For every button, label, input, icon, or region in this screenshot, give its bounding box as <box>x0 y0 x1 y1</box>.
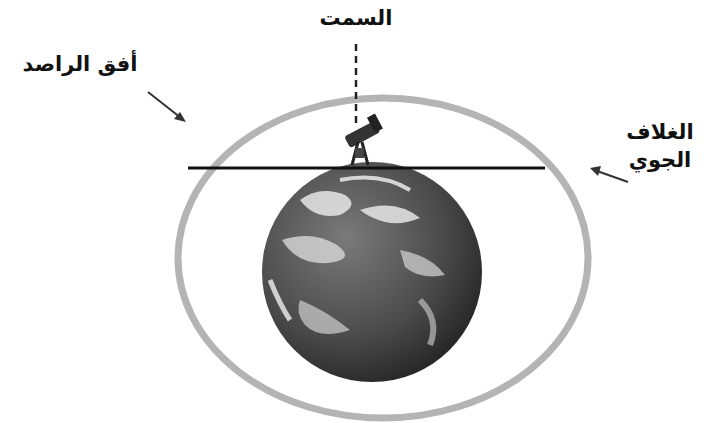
zenith-line <box>355 44 358 124</box>
earth-globe <box>262 162 482 382</box>
horizon-leader <box>148 92 186 122</box>
horizon-line <box>188 167 545 170</box>
zenith-label: السمت <box>301 4 411 32</box>
atmosphere-label: الغلاف الجوي <box>610 118 710 175</box>
telescope-symbol <box>344 114 383 165</box>
atmosphere-leader <box>590 166 628 182</box>
horizon-label: أفق الراصد <box>5 50 155 78</box>
atmosphere-ring <box>178 98 588 418</box>
